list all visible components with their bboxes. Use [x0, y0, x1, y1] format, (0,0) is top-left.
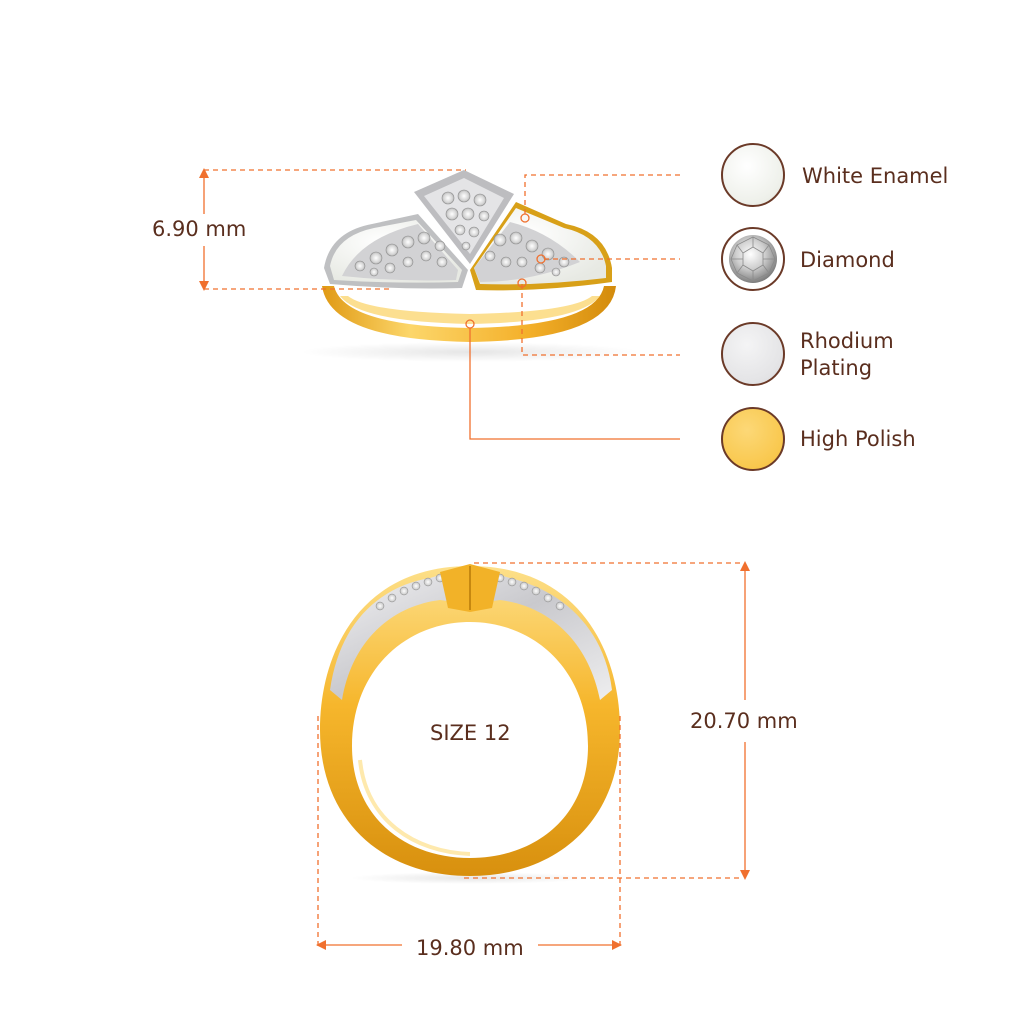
inner-height-dimension-label: 20.70 mm	[690, 709, 798, 733]
dimension-arrowheads	[199, 168, 750, 950]
white-enamel-swatch	[721, 143, 785, 207]
ring-side-view	[300, 170, 640, 362]
high-polish-swatch	[721, 407, 785, 471]
ring-size-label: SIZE 12	[430, 721, 511, 745]
legend-label-high-polish: High Polish	[800, 427, 916, 451]
legend-label-rhodium-plating: Rhodium Plating	[800, 329, 894, 380]
width-dimension-label: 19.80 mm	[416, 936, 524, 960]
legend-label-diamond: Diamond	[800, 248, 895, 272]
height-dimension-label: 6.90 mm	[152, 217, 247, 241]
rhodium-plating-swatch	[721, 322, 785, 386]
legend-label-white-enamel: White Enamel	[802, 164, 949, 188]
leader-markers	[465, 213, 546, 329]
ring-front-view	[320, 564, 620, 884]
dimension-lines	[203, 169, 746, 950]
diamond-swatch	[721, 227, 785, 291]
